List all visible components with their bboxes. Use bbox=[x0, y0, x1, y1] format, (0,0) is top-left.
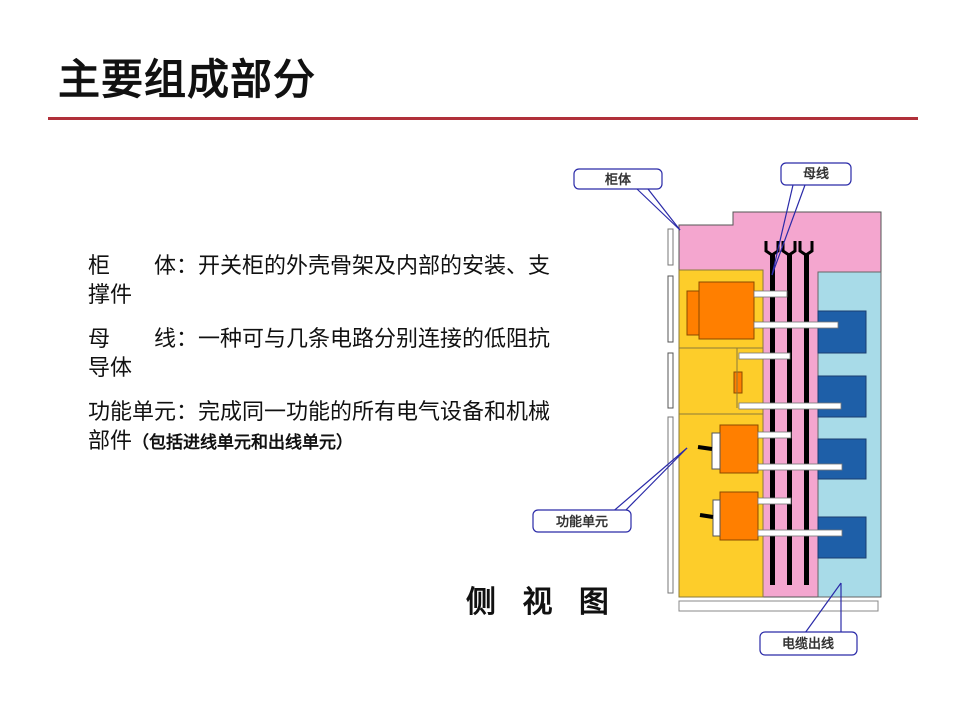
cable-terminals bbox=[817, 310, 867, 559]
callout-line-functional-unit bbox=[621, 447, 688, 515]
description-functional-unit: 功能单元：完成同一功能的所有电气设备和机械部件（包括进线单元和出线单元） bbox=[88, 398, 558, 458]
busbar-fork bbox=[798, 241, 814, 257]
cable-terminal bbox=[817, 438, 867, 480]
breakers bbox=[686, 281, 759, 541]
connection-bar bbox=[753, 321, 839, 329]
cable-terminal bbox=[817, 310, 867, 354]
busbar bbox=[770, 255, 775, 585]
term-definition: 开关柜的外壳骨架及内部的安装、支撑件 bbox=[88, 254, 551, 308]
connection-bar bbox=[738, 352, 791, 360]
callout-line-busbar bbox=[771, 184, 794, 276]
connection-bar bbox=[753, 290, 788, 298]
term-definition: 完成同一功能的所有电气设备和机械部件 bbox=[88, 400, 551, 454]
connection-bar bbox=[757, 463, 843, 471]
callout-cabinet: 柜体 bbox=[573, 168, 663, 190]
cable-terminal bbox=[817, 375, 867, 418]
connection-bar bbox=[757, 529, 843, 537]
operating-lever bbox=[699, 513, 714, 519]
callout-busbar: 母线 bbox=[780, 162, 852, 186]
callout-line-busbar bbox=[771, 184, 806, 276]
term-label: 功能单元 bbox=[88, 400, 177, 425]
term-separator: ： bbox=[176, 400, 199, 425]
connection-bar bbox=[757, 431, 792, 439]
callout-lines bbox=[609, 184, 842, 634]
term-label: 柜 体 bbox=[88, 254, 177, 279]
door-hinge bbox=[667, 352, 674, 409]
callout-line-cabinet bbox=[647, 188, 681, 231]
cable-terminal bbox=[817, 516, 867, 559]
term-note: （包括进线单元和出线单元） bbox=[132, 433, 354, 453]
callout-box bbox=[780, 162, 852, 186]
door-hinge bbox=[667, 228, 674, 266]
callout-line-cable-outlet bbox=[804, 582, 842, 634]
callout-label-cable-outlet: 电缆出线 bbox=[782, 636, 834, 652]
callout-label-functional-unit: 功能单元 bbox=[556, 514, 608, 530]
breaker-plate bbox=[711, 432, 721, 470]
callout-label-busbar: 母线 bbox=[803, 166, 829, 182]
callout-functional-unit: 功能单元 bbox=[532, 509, 632, 533]
connection-bars bbox=[738, 290, 843, 537]
disconnector bbox=[733, 371, 743, 394]
connection-bar bbox=[738, 402, 842, 410]
callout-box bbox=[573, 168, 663, 190]
callout-line-cabinet bbox=[636, 188, 681, 231]
description-list: 柜 体：开关柜的外壳骨架及内部的安装、支撑件 母 线：一种可与几条电路分别连接的… bbox=[88, 252, 558, 473]
title-divider bbox=[48, 117, 918, 120]
diagram-caption: 侧 视 图 bbox=[466, 585, 617, 620]
description-busbar: 母 线：一种可与几条电路分别连接的低阻抗导体 bbox=[88, 325, 558, 383]
connection-bar bbox=[757, 497, 792, 505]
breaker-outgoing bbox=[719, 424, 759, 474]
callout-cable-outlet: 电缆出线 bbox=[759, 631, 858, 656]
callout-box bbox=[759, 631, 858, 656]
door-hinge bbox=[667, 416, 674, 594]
breaker-outgoing bbox=[719, 491, 759, 541]
busbar-fork bbox=[781, 241, 797, 257]
busbar bbox=[787, 255, 792, 585]
breaker-plate bbox=[712, 499, 721, 537]
slide-title: 主要组成部分 bbox=[58, 55, 317, 104]
operating-lever bbox=[697, 445, 713, 451]
callout-box bbox=[532, 509, 632, 533]
callout-label-cabinet: 柜体 bbox=[604, 172, 632, 188]
callout-line-functional-unit bbox=[609, 447, 688, 515]
door-hinges bbox=[667, 228, 674, 594]
breaker-handle bbox=[686, 290, 700, 336]
term-label: 母 线 bbox=[88, 327, 177, 352]
breaker-main bbox=[698, 281, 755, 340]
door-hinge bbox=[667, 275, 674, 343]
description-cabinet: 柜 体：开关柜的外壳骨架及内部的安装、支撑件 bbox=[88, 252, 558, 310]
term-separator: ： bbox=[176, 327, 199, 352]
cabinet-base bbox=[678, 600, 879, 612]
term-separator: ： bbox=[176, 254, 199, 279]
term-definition: 一种可与几条电路分别连接的低阻抗导体 bbox=[88, 327, 551, 381]
busbar bbox=[804, 255, 809, 585]
